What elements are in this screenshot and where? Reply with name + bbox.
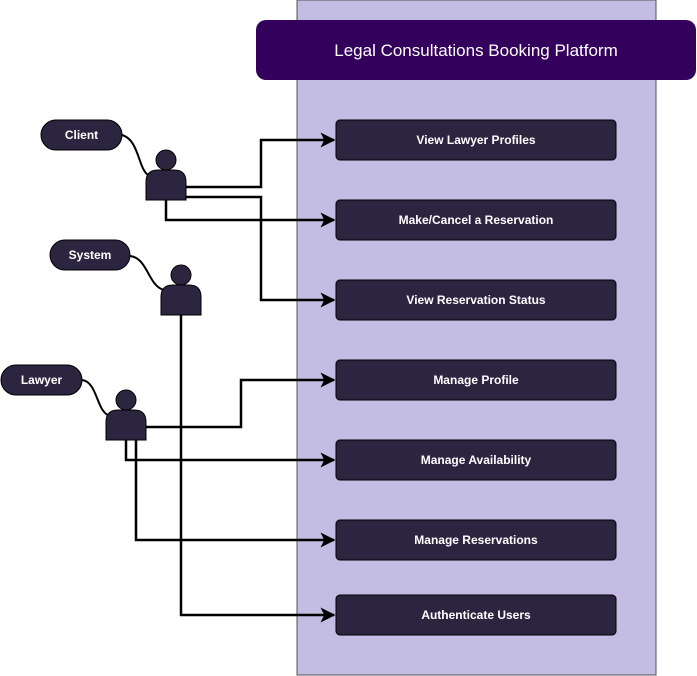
use-case-view-lawyer-profiles[interactable]: View Lawyer Profiles: [335, 119, 617, 161]
association-client-view-reservation-status[interactable]: [186, 195, 336, 308]
use-case-label: Make/Cancel a Reservation: [399, 213, 554, 227]
association-lawyer-manage-availability[interactable]: [124, 440, 336, 468]
association-client-make-cancel-reservation[interactable]: [164, 200, 336, 228]
actor-client-label: Client: [65, 128, 98, 142]
association-system-authenticate-users[interactable]: [179, 315, 336, 623]
use-case-label: Manage Reservations: [414, 533, 538, 547]
use-case-view-reservation-status[interactable]: View Reservation Status: [335, 279, 617, 321]
associations: [124, 132, 336, 623]
actor-system-label: System: [69, 248, 112, 262]
actor-lawyer-label: Lawyer: [21, 373, 63, 387]
actor-client-icon[interactable]: [145, 149, 187, 201]
use-case-label: View Reservation Status: [406, 293, 545, 307]
actor-lawyer-label-pill[interactable]: Lawyer: [0, 364, 83, 396]
use-case-authenticate-users[interactable]: Authenticate Users: [335, 594, 617, 636]
client-label-connector: [121, 134, 151, 177]
system-label-connector: [129, 255, 165, 291]
use-case-label: View Lawyer Profiles: [416, 133, 535, 147]
association-client-view-lawyer-profiles[interactable]: [186, 132, 336, 189]
lawyer-label-connector: [81, 379, 111, 417]
use-case-label: Manage Availability: [421, 453, 532, 467]
use-case-label: Manage Profile: [433, 373, 519, 387]
use-case-manage-reservations[interactable]: Manage Reservations: [335, 519, 617, 561]
diagram-title: Legal Consultations Booking Platform: [334, 41, 618, 60]
use-case-manage-availability[interactable]: Manage Availability: [335, 439, 617, 481]
actor-lawyer-icon[interactable]: [105, 389, 147, 441]
system-boundary: [296, 0, 657, 676]
association-lawyer-manage-reservations[interactable]: [134, 440, 336, 548]
actor-system-icon[interactable]: [160, 264, 202, 316]
use-case-make-cancel-reservation[interactable]: Make/Cancel a Reservation: [335, 199, 617, 241]
use-case-label: Authenticate Users: [421, 608, 531, 622]
use-case-manage-profile[interactable]: Manage Profile: [335, 359, 617, 401]
association-lawyer-manage-profile[interactable]: [146, 372, 336, 429]
actor-system-label-pill[interactable]: System: [49, 239, 131, 271]
title-header: [256, 20, 696, 80]
actor-client-label-pill[interactable]: Client: [40, 119, 123, 151]
